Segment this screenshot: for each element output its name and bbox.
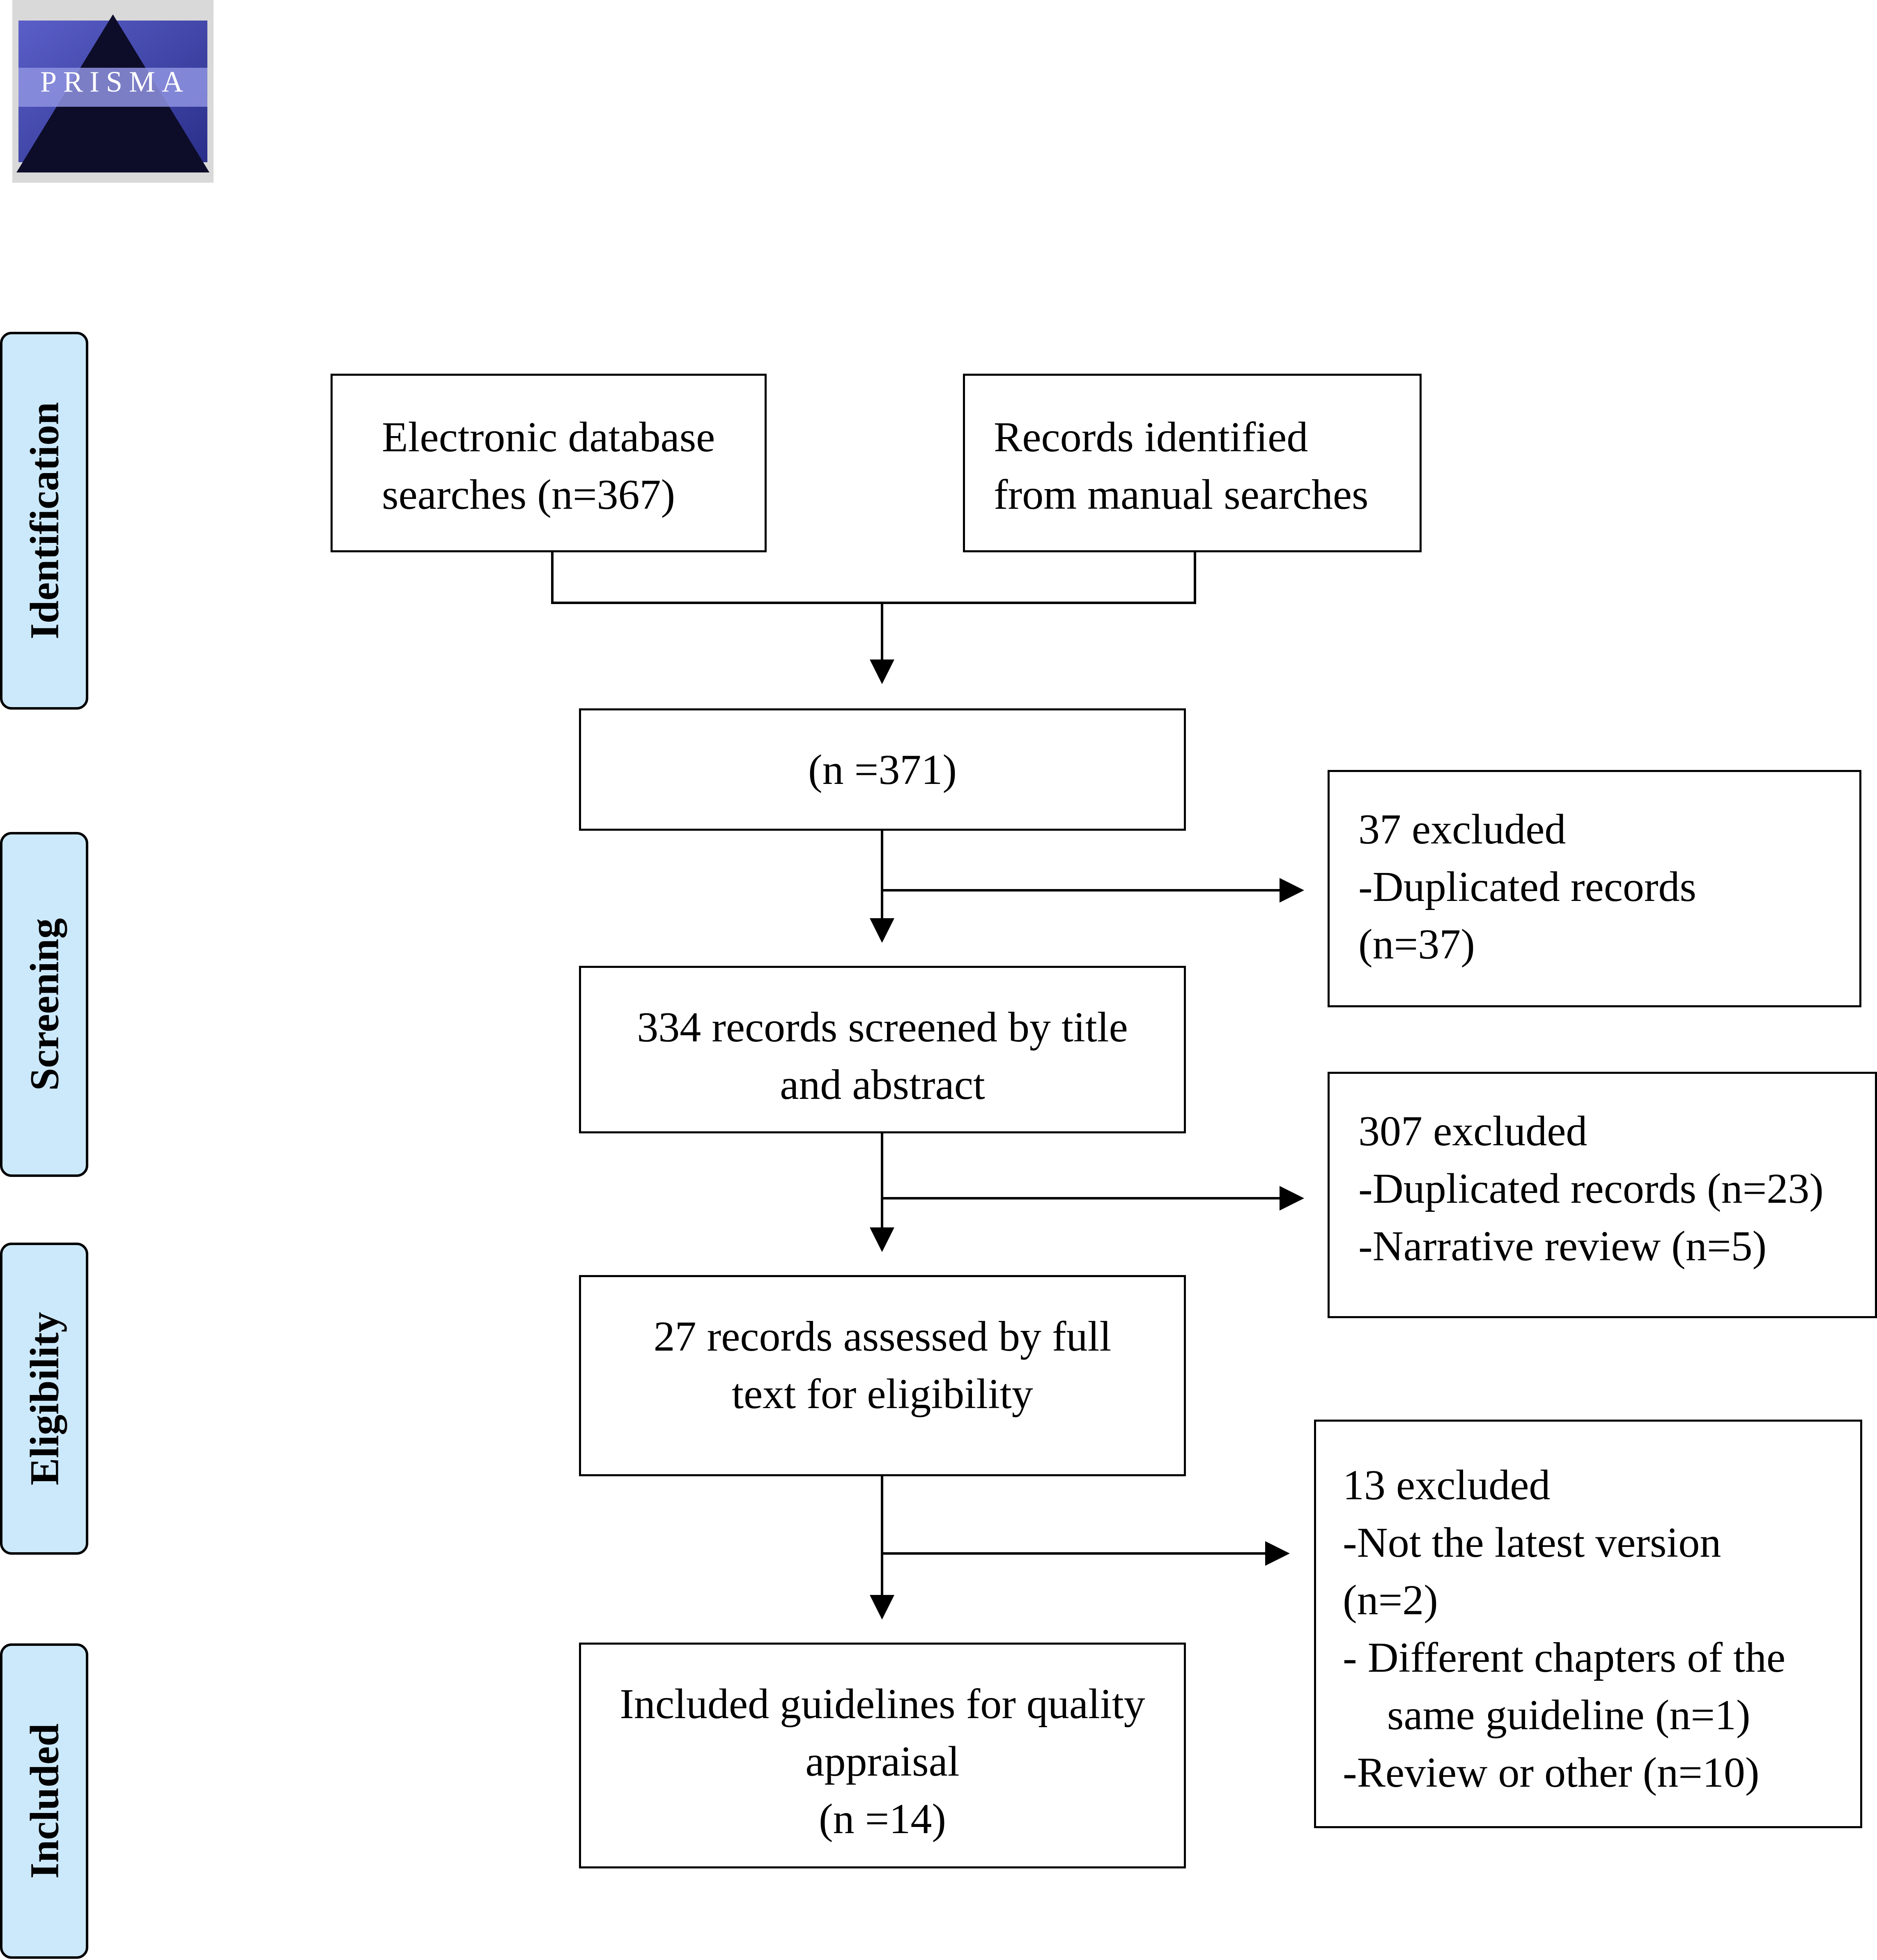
excluded-full-text-line-2: -Not the latest version: [1343, 1519, 1721, 1566]
electronic-search-line-2: searches (n=367): [382, 471, 675, 518]
excluded-full-text-line-3: (n=2): [1343, 1576, 1438, 1624]
prisma-logo-graphic: [16, 14, 209, 172]
stage-identification: Identification: [0, 332, 88, 710]
included-guidelines-line-3: (n =14): [819, 1795, 946, 1843]
excluded-duplicates-box: 37 excluded -Duplicated records (n=37): [1328, 770, 1861, 1007]
manual-search-line-1: Records identified: [994, 414, 1308, 461]
logo-text: PRISMA: [40, 65, 190, 98]
electronic-search-line-1: Electronic database: [382, 414, 715, 461]
combined-records-box: (n =371): [579, 708, 1186, 831]
prisma-logo: PRISMA: [12, 0, 214, 183]
excluded-full-text-box: 13 excluded -Not the latest version (n=2…: [1314, 1420, 1862, 1828]
assessed-records-line-1: 27 records assessed by full: [653, 1313, 1112, 1360]
excluded-duplicates-line-1: 37 excluded: [1358, 806, 1566, 853]
manual-search-line-2: from manual searches: [994, 471, 1369, 518]
excluded-duplicates-line-2: -Duplicated records: [1358, 863, 1696, 910]
electronic-search-box: Electronic database searches (n=367): [331, 374, 767, 552]
stage-eligibility: Eligibility: [0, 1243, 88, 1555]
excluded-screening-line-1: 307 excluded: [1358, 1108, 1588, 1155]
assessed-records-line-2: text for eligibility: [732, 1370, 1033, 1418]
included-guidelines-line-2: appraisal: [805, 1738, 960, 1785]
screened-records-box: 334 records screened by title and abstra…: [579, 966, 1186, 1133]
stage-included: Included: [0, 1643, 88, 1959]
excluded-full-text-line-4: - Different chapters of the: [1343, 1634, 1786, 1681]
assessed-records-box: 27 records assessed by full text for eli…: [579, 1275, 1186, 1476]
excluded-screening-box: 307 excluded -Duplicated records (n=23) …: [1328, 1072, 1877, 1318]
included-guidelines-box: Included guidelines for quality appraisa…: [579, 1643, 1186, 1868]
excluded-screening-line-2: -Duplicated records (n=23): [1358, 1165, 1824, 1212]
screened-records-line-2: and abstract: [780, 1061, 985, 1108]
excluded-full-text-line-5: same guideline (n=1): [1387, 1691, 1751, 1739]
stage-screening: Screening: [0, 832, 88, 1177]
combined-records-line-1: (n =371): [808, 746, 957, 793]
screened-records-line-1: 334 records screened by title: [637, 1004, 1128, 1051]
manual-search-box: Records identified from manual searches: [963, 374, 1422, 552]
excluded-screening-line-3: -Narrative review (n=5): [1358, 1222, 1767, 1270]
excluded-full-text-line-1: 13 excluded: [1343, 1461, 1551, 1509]
excluded-duplicates-line-3: (n=37): [1358, 921, 1475, 968]
included-guidelines-line-1: Included guidelines for quality: [620, 1680, 1145, 1728]
excluded-full-text-line-6: -Review or other (n=10): [1343, 1749, 1760, 1796]
merge-connector: [551, 552, 1196, 604]
